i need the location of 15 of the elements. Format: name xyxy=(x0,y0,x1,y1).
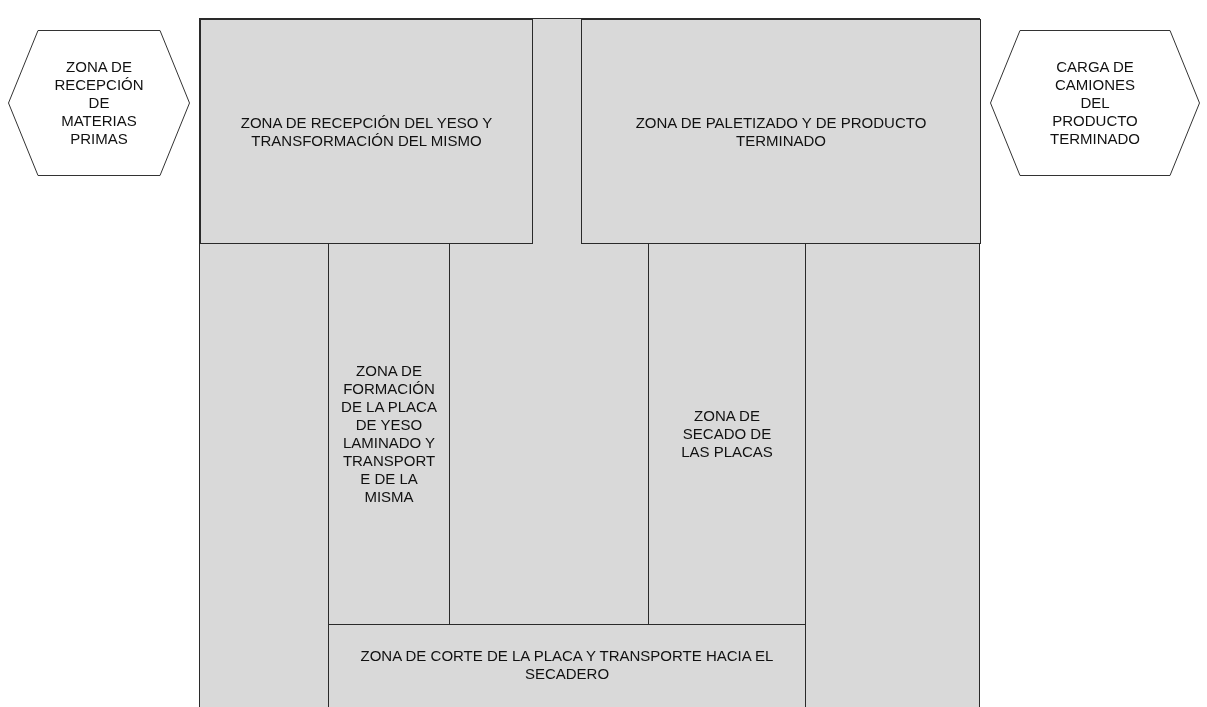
zone-box xyxy=(328,243,450,625)
hexagon-zone xyxy=(990,30,1200,176)
zone-label: ZONA DE FORMACIÓN DE LA PLACA DE YESO LAMINADO Y TRANSPORTE DE LA MISMA xyxy=(341,362,437,506)
zone-box xyxy=(328,624,806,707)
zone-label: ZONA DE RECEPCIÓN DEL YESO Y TRANSFORMACIÓN DEL MISMO xyxy=(239,113,494,150)
zone-label: ZONA DE RECEPCIÓN DE MATERIAS PRIMAS xyxy=(54,58,144,148)
zone-box xyxy=(581,19,981,244)
zone-label: CARGA DE CAMIONES DEL PRODUCTO TERMINADO xyxy=(1049,58,1141,148)
zone-label: ZONA DE SECADO DE LAS PLACAS xyxy=(680,407,774,461)
zone-box xyxy=(648,243,806,625)
plant-outline xyxy=(199,18,980,707)
zone-label: ZONA DE PALETIZADO Y DE PRODUCTO TERMINADO xyxy=(634,113,928,150)
zone-label: ZONA DE CORTE DE LA PLACA Y TRANSPORTE HACIA EL SECADERO xyxy=(359,647,775,683)
hexagon-zone xyxy=(8,30,190,176)
zone-box xyxy=(200,19,533,244)
